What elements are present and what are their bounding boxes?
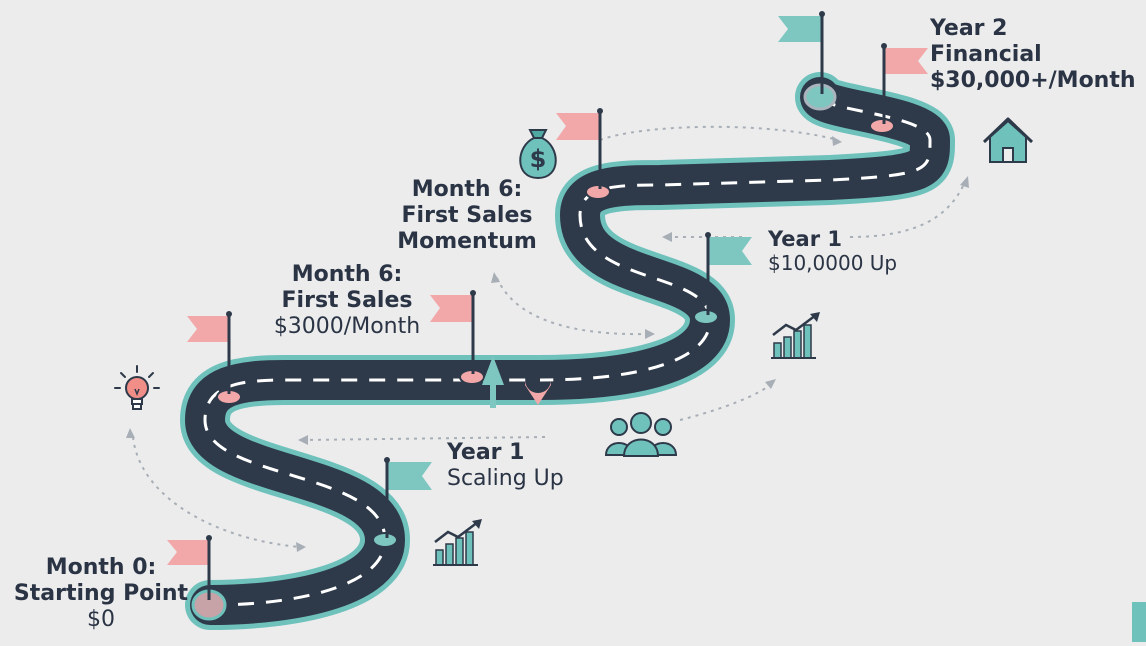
label-year1-up-line1: Year 1: [768, 227, 842, 251]
waypoint-year1-up: [693, 309, 719, 325]
label-year1-up-line2: $10,0000 Up: [768, 250, 898, 275]
arrowhead: [645, 329, 655, 339]
down-arrow-icon: [525, 380, 551, 405]
connector-team: [679, 382, 773, 421]
team-icon: [604, 412, 678, 457]
flag-year1-up: [705, 232, 752, 315]
arrowhead: [298, 435, 308, 445]
flag-month0: [167, 535, 212, 600]
connector-bulb: [132, 436, 301, 548]
waypoint-year2-start: [803, 83, 837, 111]
flag-year2-top: [778, 11, 825, 94]
label-year2-financial-line1: Year 2: [930, 16, 1008, 41]
label-month6-momentum: Month 6: First Sales Momentum: [388, 177, 546, 255]
label-year1-scaling-line2: Scaling Up: [447, 465, 564, 491]
label-month0-line1: Month 0:: [45, 555, 157, 580]
label-year2-financial: Year 2 Financial $30,000+/Month: [930, 16, 1136, 94]
money-bag-icon: $: [519, 129, 557, 180]
label-month6-momentum-line2: First Sales: [401, 202, 533, 228]
money-bag-symbol: $: [530, 145, 547, 173]
arrowhead: [662, 232, 672, 242]
connector-money: [599, 125, 839, 141]
label-year1-scaling-line1: Year 1: [447, 440, 525, 465]
road-surface: [185, 77, 950, 625]
label-month6-momentum-line3: Momentum: [397, 228, 537, 254]
arrowheads: [126, 136, 969, 552]
arrowhead: [491, 272, 500, 283]
waypoint-year1-scaling: [372, 532, 398, 548]
arrowhead: [960, 176, 969, 188]
label-month6-sales-line1: Month 6:: [291, 262, 403, 287]
label-month6-sales-line3: $3000/Month: [273, 313, 421, 339]
label-year1-up: Year 1 $10,0000 Up: [768, 227, 897, 275]
label-month6-sales-line2: First Sales: [281, 287, 413, 313]
road-lane-markings: [203, 96, 932, 607]
road: [180, 72, 955, 630]
flag-momentum: [556, 108, 603, 189]
direction-arrows: [482, 356, 551, 408]
label-month6-sales: Month 6: First Sales $3000/Month: [262, 262, 432, 340]
flag-year1-scaling: [384, 457, 432, 538]
label-year2-financial-line3: $30,000+/Month: [930, 67, 1136, 93]
flag-month6-sales: [430, 290, 476, 374]
waypoint-momentum: [585, 184, 611, 200]
label-month0-line3: $0: [87, 606, 115, 632]
growth-chart-icon: [771, 312, 820, 359]
lightbulb-icon: [114, 365, 160, 410]
arrowhead: [126, 428, 135, 438]
corner-accent: [1132, 602, 1146, 642]
waypoint-year2-financial: [869, 118, 895, 134]
flags: [167, 11, 928, 600]
up-arrow-icon: [482, 356, 504, 408]
house-icon: [982, 117, 1034, 163]
growth-chart-icon: [433, 519, 482, 566]
flag-year2-financial: [881, 43, 928, 124]
label-month0-line2: Starting Point: [13, 580, 189, 606]
flag-month6-sales-left: [187, 311, 232, 394]
arrowhead: [765, 379, 776, 389]
arrowhead: [832, 136, 842, 146]
arrowhead: [296, 542, 306, 552]
connector-year1-scaling: [304, 436, 546, 441]
waypoints: [191, 83, 895, 621]
label-month6-momentum-line1: Month 6:: [411, 177, 523, 202]
label-year2-financial-line2: Financial: [930, 41, 1042, 67]
label-month0: Month 0: Starting Point $0: [7, 555, 195, 633]
label-year1-scaling: Year 1 Scaling Up: [447, 440, 564, 492]
